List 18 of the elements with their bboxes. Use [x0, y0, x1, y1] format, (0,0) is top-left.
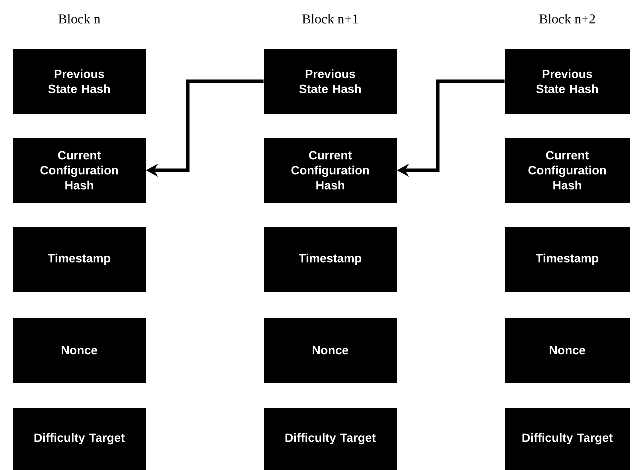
block-field-box: Nonce [264, 318, 397, 383]
column-heading: Block n+1 [302, 14, 358, 24]
block-field-box: Difficulty Target [13, 408, 146, 470]
block-field-box: Timestamp [264, 227, 397, 292]
block-field-box: Previous State Hash [505, 49, 630, 114]
block-field-box: Current Configuration Hash [505, 138, 630, 203]
block-field-box: Nonce [13, 318, 146, 383]
block-field-box: Difficulty Target [264, 408, 397, 470]
column-heading: Block n+2 [540, 14, 596, 24]
block-field-box: Difficulty Target [505, 408, 630, 470]
block-field-box: Nonce [505, 318, 630, 383]
block-field-box: Timestamp [13, 227, 146, 292]
column-heading: Block n [58, 14, 100, 24]
block-field-box: Current Configuration Hash [264, 138, 397, 203]
block-field-box: Previous State Hash [13, 49, 146, 114]
block-field-box: Previous State Hash [264, 49, 397, 114]
block-field-box: Timestamp [505, 227, 630, 292]
block-field-box: Current Configuration Hash [13, 138, 146, 203]
